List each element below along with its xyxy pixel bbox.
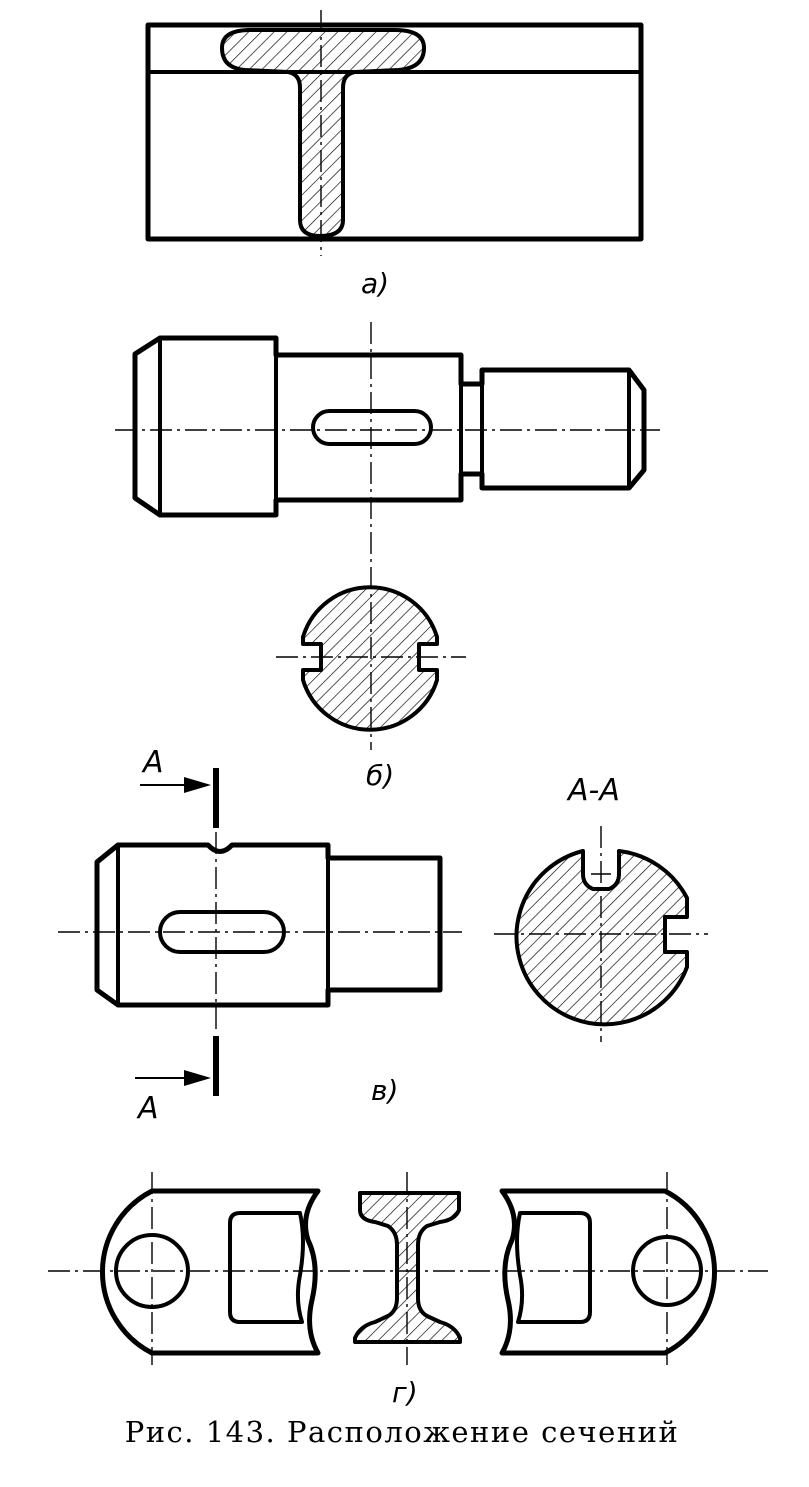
shaft-v-outline bbox=[94, 842, 443, 1008]
view-arrow-top-head bbox=[184, 777, 211, 793]
link-right-end bbox=[499, 1188, 718, 1356]
cutting-plane-letter-top: A bbox=[141, 745, 164, 780]
figure-caption: Рис. 143. Расположение сечений bbox=[125, 1415, 680, 1449]
figure-label-a: а) bbox=[361, 267, 389, 300]
link-left-window bbox=[228, 1211, 305, 1324]
keyway-slot bbox=[311, 409, 433, 446]
figure-b: б) bbox=[115, 322, 660, 792]
shaft-removed-section bbox=[301, 585, 439, 732]
figure-v: A A A-A в) bbox=[58, 745, 708, 1126]
figure-label-b: б) bbox=[366, 759, 394, 792]
i-beam-section bbox=[353, 1191, 462, 1344]
figure-a: а) bbox=[145, 10, 644, 300]
view-arrow-bottom-head bbox=[184, 1070, 211, 1086]
link-right-window bbox=[515, 1211, 592, 1324]
section-a-a-shape bbox=[514, 849, 689, 1027]
section-title-a-a: A-A bbox=[566, 773, 620, 808]
t-profile-section bbox=[220, 28, 426, 238]
figure-g: г) bbox=[48, 1172, 768, 1409]
link-left-end bbox=[99, 1188, 321, 1356]
figure-label-g: г) bbox=[392, 1376, 418, 1409]
shaft-outline bbox=[132, 335, 647, 518]
figure-label-v: в) bbox=[371, 1074, 398, 1107]
cutting-plane-letter-bottom: A bbox=[136, 1091, 159, 1126]
plate-outline bbox=[145, 22, 644, 242]
